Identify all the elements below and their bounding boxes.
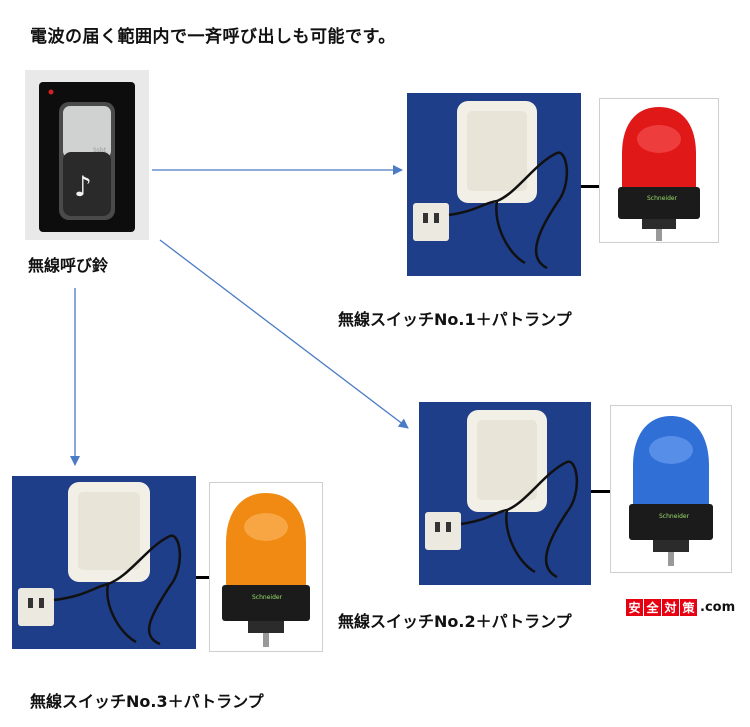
switch-2-label: 無線スイッチNo.2＋パトランプ — [338, 612, 572, 631]
doorbell-photo: Ssbt ♪ — [25, 70, 149, 240]
page-heading: 電波の届く範囲内で一斉呼び出しも可能です。 — [30, 27, 396, 47]
logo-char-1: 安 — [626, 599, 643, 616]
switch-2-photo — [419, 402, 591, 585]
arrow-to-switch-2 — [159, 239, 409, 429]
music-note-icon: ♪ — [74, 170, 92, 203]
switch-1-label: 無線スイッチNo.1＋パトランプ — [338, 310, 572, 329]
doorbell-brand: Ssbt — [93, 147, 107, 154]
site-logo: 安 全 対 策 .com — [626, 599, 735, 616]
lamp-3-brand: Schneider — [252, 594, 283, 601]
patlamp-3: Schneider — [209, 482, 323, 652]
patlamp-1: Schneider — [599, 98, 719, 243]
switch-3-label: 無線スイッチNo.3＋パトランプ — [30, 692, 264, 711]
lamp-2-brand: Schneider — [659, 513, 690, 520]
logo-char-3: 対 — [662, 599, 679, 616]
logo-char-4: 策 — [680, 599, 697, 616]
switch-2-connector — [591, 490, 611, 493]
switch-1-photo — [407, 93, 581, 276]
lamp-1-brand: Schneider — [647, 195, 678, 202]
switch-3-photo — [12, 476, 196, 649]
logo-char-2: 全 — [644, 599, 661, 616]
switch-1-connector — [581, 185, 600, 188]
logo-domain: .com — [700, 600, 736, 615]
patlamp-2: Schneider — [610, 405, 732, 573]
doorbell-label: 無線呼び鈴 — [28, 256, 109, 275]
switch-3-connector — [196, 576, 210, 579]
